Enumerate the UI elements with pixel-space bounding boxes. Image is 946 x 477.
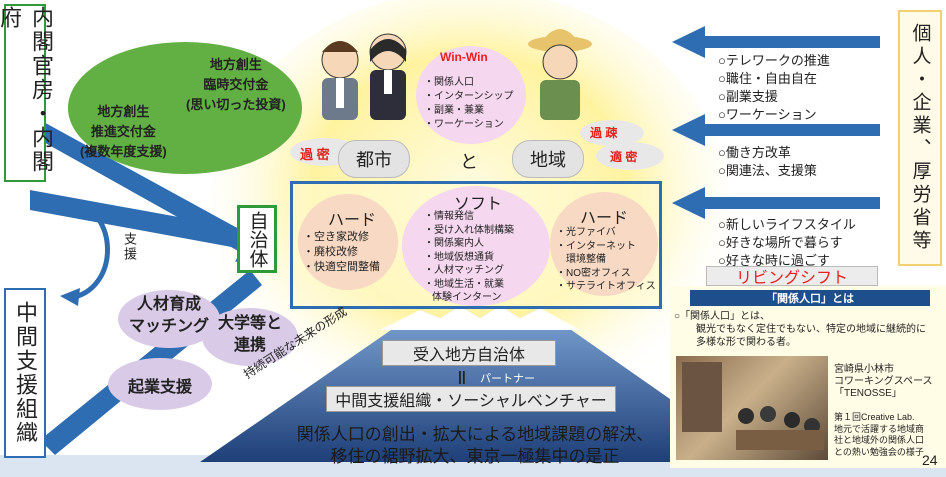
page-number: 24 [922,452,938,468]
kankei-def-line: ○「関係人口」とは、 [674,311,771,322]
grant-line-1: 地方創生 [209,57,262,72]
grant-line-5: 推進交付金 [90,124,156,139]
soft-item: ・地域生活・就業 [424,278,504,290]
arrow-to-jichitai-2 [40,120,250,252]
tekimitsu-cloud [596,142,664,170]
winwin-item: ・ワーケーション [424,119,504,130]
event-caption-line: 第１回Creative Lab. [834,412,915,422]
hard-left-item: ・廃校改修 [303,246,358,258]
right-list-item: ○ワーケーション [718,107,817,122]
right-arrow-1 [700,36,880,48]
soft-item: ・地域仮想通貨 [424,251,494,263]
hard-left-title: ハード [328,212,377,229]
kankei-def-line: 観光でもなく定住でもない、特定の地域に継続的に [696,324,926,335]
right-list-item: ○働き方改革 [718,145,791,160]
winwin-item: ・副業・兼業 [424,105,484,116]
to-label: と [460,152,478,172]
daigaku-line-1: 大学等と [217,315,282,332]
private-sector-box: 個人・企業、厚労省等 [898,10,942,266]
conclusion-line-1: 関係人口の創出・拡大による地域課題の解決、 [296,425,654,444]
winwin-label: Win-Win [440,50,488,64]
photo-caption-line: コワーキングスペース [834,376,933,387]
hard-right-item: ・光ファイバ [556,227,616,238]
jichitai-box: 自治体 [237,205,277,273]
tekimitsu-label: 適 密 [610,150,638,164]
chukan-label: 中間支援組織・ソーシャルベンチャー [326,386,616,412]
partner-symbol: || [458,368,466,384]
kaso-cloud [580,120,644,146]
hard-right-circle [550,192,658,296]
ukeire-label: 受入地方自治体 [382,340,556,366]
kankei-header: 「関係人口」とは [690,290,930,306]
photo-caption-line: 「TENOSSE」 [834,388,902,399]
kaso-label: 過 疎 [590,126,618,140]
toshi-label: 都市 [338,140,410,178]
hard-right-item: ・インターネット [556,240,636,252]
private-sector-label: 個人・企業、厚労省等 [909,23,931,253]
soft-item: ・関係案内人 [424,238,484,249]
right-list-item: ○新しいライフスタイル [718,217,856,232]
soft-item: ・受け入れ体制構築 [424,224,514,236]
mountain-shape [200,306,760,462]
hard-right-item: ・NO密オフィス [556,267,631,279]
right-list-item: ○職住・自由自在 [718,71,817,86]
support-label: 支援 [122,232,137,262]
living-shift-label: リビングシフト [706,266,878,287]
workshop-photo [676,356,828,460]
winwin-item: ・インターンシップ [424,91,514,102]
jinzai-line-2: マッチング [128,318,209,335]
kamitsu-label: 過 密 [300,147,330,162]
intermediary-label: 中間支援組織 [13,301,38,445]
grant-line-4: 地方創生 [97,104,150,119]
soft-circle [402,186,550,306]
right-list-item: ○好きな場所で暮らす [718,235,843,250]
conclusion-line-2: 移住の裾野拡大、東京一極集中の是正 [330,447,620,466]
grant-ellipse [68,42,302,174]
event-caption-line: 社と地域外の関係人口 [834,435,925,445]
right-arrow-3 [700,197,880,209]
hard-right-title: ハード [580,210,629,227]
kigyo-circle [108,358,212,410]
intermediary-box: 中間支援組織 [4,288,46,458]
grant-line-6: (複数年度支援) [80,144,167,159]
soft-item: 体験インターン [432,292,502,303]
event-caption-line: 地元で活躍する地域商 [834,423,925,434]
daigaku-circle [202,308,298,366]
winwin-item: ・関係人口 [424,77,474,88]
right-list-item: ○好きな時に過ごす [718,253,830,268]
right-list-item: ○関連法、支援策 [718,163,817,178]
support-curve-arrow [69,197,110,301]
hard-left-item: ・空き家改修 [303,231,369,243]
winwin-bubble [416,46,526,144]
daigaku-line-2: 連携 [233,337,266,354]
right-list-item: ○テレワークの推進 [718,53,830,68]
soft-item: ・人材マッチング [424,265,504,276]
chiiki-label: 地域 [512,140,584,178]
hard-left-item: ・快適空間整備 [303,261,380,273]
partner-label: パートナー [480,373,535,385]
soft-item: ・情報発信 [424,211,474,222]
right-list-item: ○副業支援 [718,89,778,104]
hard-right-item: 環境整備 [566,254,606,265]
photo-caption-line: 宮崎県小林市 [834,364,894,375]
cabinet-office-label: 内閣官房・内閣府 [0,6,54,174]
kigyo-label: 起業支援 [127,379,192,396]
cabinet-office-box: 内閣官房・内閣府 [0,4,54,182]
right-arrow-2 [700,124,880,136]
jichitai-label: 自治体 [246,210,268,268]
soft-title: ソフト [454,196,503,213]
grant-line-2: 臨時交付金 [203,77,269,92]
hard-left-circle [298,194,398,290]
grant-line-3: (思い切った投資) [186,97,286,112]
kankei-def-line: 多様な形で関わる者。 [696,337,796,348]
jinzai-line-1: 人材育成 [136,296,201,313]
hard-right-item: ・サテライトオフィス [556,281,656,292]
event-caption-line: との熱い勉強会の様子 [834,446,924,457]
